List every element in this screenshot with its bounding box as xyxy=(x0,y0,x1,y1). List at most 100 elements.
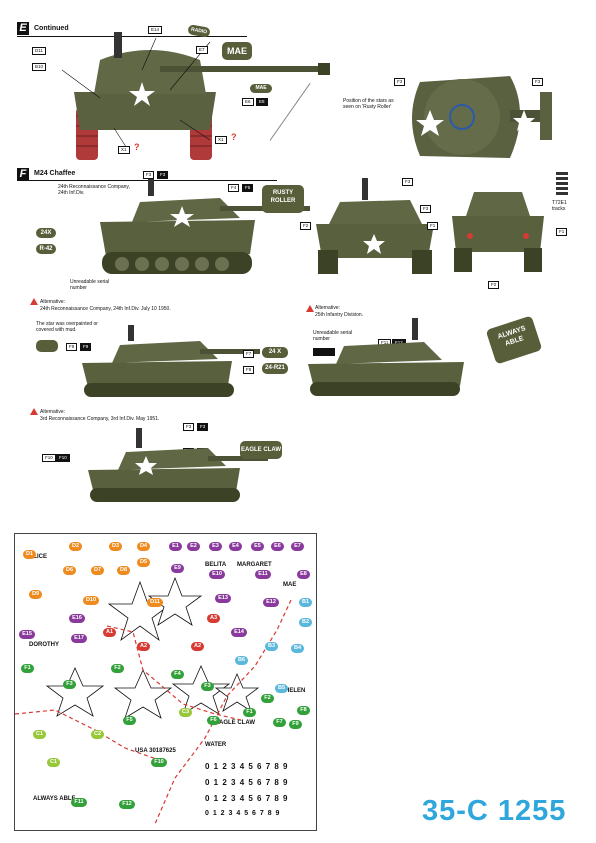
decal-number-f1: F1 xyxy=(243,708,256,717)
decal-number-e14: E14 xyxy=(231,628,247,637)
sheet-text-alice: ALICE xyxy=(29,554,47,560)
decal-number-f9: F9 xyxy=(289,720,302,729)
decal-tag-f10a: F10 xyxy=(42,454,56,462)
decal-number-d11: D11 xyxy=(147,598,163,607)
decal-number-c1: C1 xyxy=(33,730,46,739)
decal-number-e15: E15 xyxy=(19,630,35,639)
decal-tag-e14: E14 xyxy=(148,26,163,34)
decal-number-b1: B1 xyxy=(299,598,312,607)
always-able-plate: ALWAYS ABLE xyxy=(485,315,543,365)
decal-tag-f3c: F3 xyxy=(402,178,414,186)
decal-number-a1: A1 xyxy=(103,628,116,637)
decal-number-e13: E13 xyxy=(215,594,231,603)
decal-sheet: ALICE BELITA MARGARET MAE DOROTHY HELEN … xyxy=(14,533,317,831)
decal-number-e2: E2 xyxy=(187,542,200,551)
decal-number-b3: B3 xyxy=(265,642,278,651)
decal-tag-f3-top-right: F3 xyxy=(532,78,544,86)
alt3-text: 3rd Reconnaissance Company, 3rd Inf.Div.… xyxy=(40,416,160,422)
sheet-text-mae: MAE xyxy=(283,582,297,588)
decal-tag-f3: F3 xyxy=(143,171,155,179)
plate-24x: 24X xyxy=(36,228,56,238)
mae-small-plate: MAE xyxy=(250,84,272,93)
decal-number-b2: B2 xyxy=(299,618,312,627)
decal-tag-f1: F1 xyxy=(427,222,439,230)
tank-f-alt1-side-view xyxy=(82,325,260,397)
sheet-text-belita: BELITA xyxy=(205,562,227,568)
decal-number-e5: E5 xyxy=(251,542,264,551)
alt2-serial-note: Unreadable serial number xyxy=(313,330,353,342)
section-e-rule xyxy=(17,36,247,37)
decal-number-e16: E16 xyxy=(69,614,85,623)
decal-number-a2: A2 xyxy=(191,642,204,651)
decal-number-e9: E9 xyxy=(171,564,184,573)
decal-number-f1: F1 xyxy=(21,664,34,673)
sheet-numbers-row-4: 0 1 2 3 4 5 6 7 8 9 xyxy=(205,810,281,817)
sheet-text-helen: HELEN xyxy=(285,688,306,694)
section-e-title: Continued xyxy=(34,25,69,32)
decal-number-f5: F5 xyxy=(123,716,136,725)
decal-tag-alt3-f3b: F3 xyxy=(197,423,209,431)
decal-number-f2: F2 xyxy=(261,694,274,703)
decal-tag-e7: E7 xyxy=(196,46,208,54)
decal-number-f7: F7 xyxy=(273,718,286,727)
plate-r42: R-42 xyxy=(36,244,56,254)
alert-icon xyxy=(30,408,38,415)
decal-tag-f2: F2 xyxy=(300,222,312,230)
decal-number-b4: B4 xyxy=(291,644,304,653)
decal-number-b6: B6 xyxy=(235,656,248,665)
decal-number-d8: D8 xyxy=(117,566,130,575)
sheet-text-margaret: MARGARET xyxy=(237,562,272,568)
sheet-text-dorothy: DOROTHY xyxy=(29,642,59,648)
decal-number-f2: F2 xyxy=(111,664,124,673)
decal-tag-f10b: F10 xyxy=(56,454,70,462)
decal-tag-f9b: F9 xyxy=(80,343,92,351)
decal-number-d7: D7 xyxy=(91,566,104,575)
decal-number-f8: F8 xyxy=(297,706,310,715)
decal-number-e3: E3 xyxy=(209,542,222,551)
decal-number-e4: E4 xyxy=(229,542,242,551)
sheet-numbers-row-2: 0 1 2 3 4 5 6 7 8 9 xyxy=(205,778,289,787)
tank-e-front-view xyxy=(61,32,330,160)
decal-number-e11: E11 xyxy=(255,570,271,579)
alt3-label: Alternative: xyxy=(40,409,66,415)
decal-tag-alt3-f3: F3 xyxy=(183,423,195,431)
decal-number-a2: A2 xyxy=(137,642,150,651)
decal-number-e10: E10 xyxy=(209,570,225,579)
decal-number-f12: F12 xyxy=(119,800,135,809)
sheet-numbers-row-3: 0 1 2 3 4 5 6 7 8 9 xyxy=(205,794,289,803)
sheet-numbers-row-1: 0 1 2 3 4 5 6 7 8 9 xyxy=(205,762,289,771)
decal-number-d9: D9 xyxy=(29,590,42,599)
divider-line xyxy=(269,82,311,141)
alt1-text: 24th Reconnaissance Company, 24th Inf.Di… xyxy=(40,306,171,312)
decal-number-f11: F11 xyxy=(71,798,87,807)
decal-tag-x1-right: X1 xyxy=(215,136,227,144)
decal-number-f10: F10 xyxy=(151,758,167,767)
tank-f-alt3-side-view xyxy=(88,428,268,502)
alt1-note: The star was overpainted or covered with… xyxy=(36,321,98,333)
decal-number-a3: A3 xyxy=(207,614,220,623)
decal-tag-b10: B10 xyxy=(32,63,47,71)
sheet-text-water: WATER xyxy=(205,742,227,748)
decal-tag-f2b: F2 xyxy=(488,281,500,289)
decal-tag-f7: F7 xyxy=(243,350,255,358)
decal-number-e8: E8 xyxy=(297,570,310,579)
question-mark-icon: ? xyxy=(231,132,237,142)
decal-tag-f3d: F3 xyxy=(420,205,432,213)
alt1-overpainted-plate xyxy=(36,340,58,352)
alert-icon xyxy=(306,305,314,312)
decal-tag-f8: F8 xyxy=(243,366,255,374)
alt1-label: Alternative: xyxy=(40,299,66,305)
mae-plate: MAE xyxy=(222,42,252,60)
section-f-rule xyxy=(17,180,277,181)
decal-number-c1: C1 xyxy=(47,758,60,767)
decal-number-f6: F6 xyxy=(207,716,220,725)
sheet-text-usa-serial: USA 30187625 xyxy=(135,748,176,754)
decal-tag-f1b: F1 xyxy=(556,228,568,236)
decal-number-d3: D3 xyxy=(109,542,122,551)
decal-tag-f5: F5 xyxy=(242,184,254,192)
decal-number-c2: C2 xyxy=(91,730,104,739)
decal-number-d5: D5 xyxy=(137,558,150,567)
decal-tag-e8: E8 xyxy=(256,98,268,106)
decal-number-d6: D6 xyxy=(63,566,76,575)
plate-24-r21: 24-R21 xyxy=(262,363,288,374)
